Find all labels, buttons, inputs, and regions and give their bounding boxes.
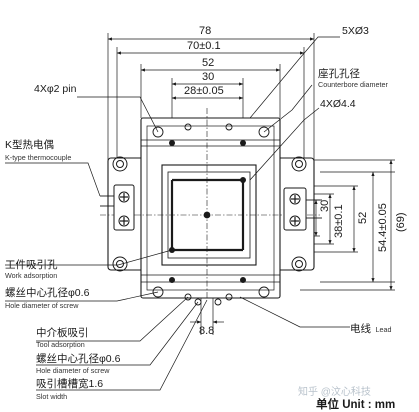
callout-pin: 4Xφ2 pin [34,83,77,95]
counterbores [152,123,270,306]
callout-counterbore-en: Counterbore diameter [318,80,388,89]
callout-screw-hole2-en: Hole diameter of screw [36,366,110,375]
callout-screw-hole2-cn: 螺丝中心孔径φ0.6 [36,353,121,365]
dim-slot-width: 8.8 [199,325,215,337]
callout-counterbore-cn: 座孔孔径 [318,68,360,80]
callout-tool-adsorption-cn: 中介板吸引 [36,327,89,339]
dim-outer-pitch: 70±0.1 [187,40,221,52]
terminal-screws [120,193,299,225]
callout-lead-en: Lead [375,325,392,334]
callout-screw-hole1-en: Hole diameter of screw [5,301,79,310]
body-outline [107,117,315,299]
dim-v38: 38±0.1 [333,204,345,238]
center-lines [100,108,320,300]
callout-lead-cn: 电线 [350,323,371,335]
callout-thermocouple-en: K-type thermocouple [5,153,72,162]
wires [100,195,322,219]
right-dimension-lines [292,159,395,291]
dim-v30: 30 [319,199,331,212]
callout-tool-adsorption-en: Tool adsorption [36,340,85,349]
dim-inner-width: 52 [202,57,215,69]
holes [169,140,246,283]
top-dimension-lines [107,33,315,162]
callout-thermocouple-cn: K型热电偶 [5,139,55,151]
callout-slot-en: Slot width [36,392,68,401]
dim-pitch-30: 30 [202,71,215,83]
callout-work-adsorption-cn: 工件吸引孔 [5,259,58,271]
flange-holes [112,156,307,272]
leader-lines [5,36,350,391]
callout-slot-cn: 吸引槽槽宽1.6 [36,378,104,390]
callout-4x-holes: 4XØ4.4 [320,98,356,110]
dim-pitch-28: 28±0.05 [184,85,224,97]
dim-v52: 52 [357,211,369,224]
dim-v54: 54.4±0.05 [377,203,389,252]
callout-lead: 电线 Lead [350,319,391,337]
dim-v69: (69) [395,212,407,232]
callout-work-adsorption-en: Work adsorption [5,271,58,280]
dim-overall-width: 78 [199,25,212,37]
watermark: 知乎 @汶心科技 [298,387,371,398]
unit-label: 单位 Unit : mm [316,399,396,411]
callout-5x-holes: 5XØ3 [342,25,369,37]
callout-screw-hole1-cn: 螺丝中心孔径φ0.6 [5,287,90,299]
terminal-blocks [113,184,307,231]
